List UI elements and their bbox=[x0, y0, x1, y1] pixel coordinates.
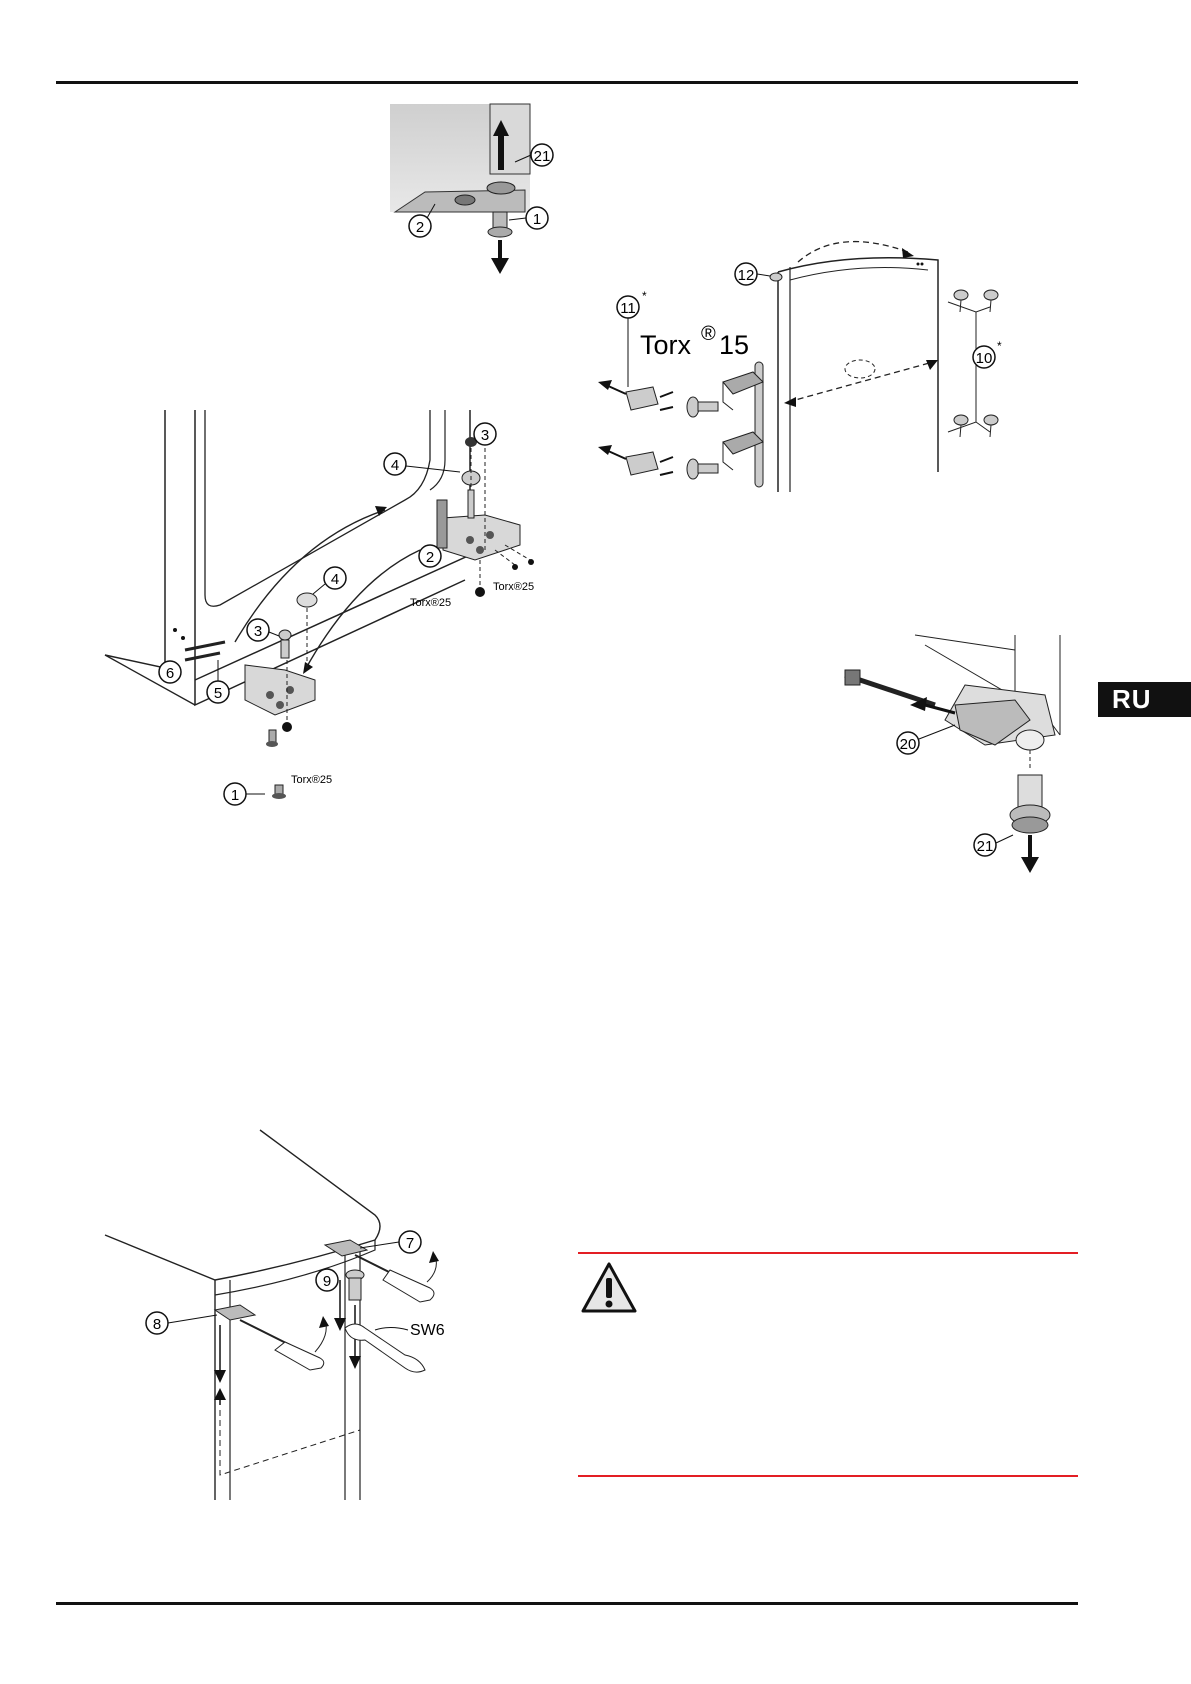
warning-rule-bottom bbox=[578, 1475, 1078, 1477]
callout-21: 21 bbox=[977, 838, 994, 855]
callout-6: 6 bbox=[166, 665, 174, 682]
callout-2: 2 bbox=[426, 549, 434, 566]
figure-top-hinge: 7 9 8 SW6 bbox=[104, 1129, 505, 1500]
callout-12: 12 bbox=[738, 267, 755, 284]
callout-4a: 4 bbox=[391, 457, 399, 474]
torx-size: 15 bbox=[719, 330, 749, 360]
callout-5: 5 bbox=[214, 685, 222, 702]
torx-registered: ® bbox=[701, 323, 716, 345]
callout-3b: 3 bbox=[254, 623, 262, 640]
callout-8: 8 bbox=[153, 1316, 161, 1333]
torx-label-3: Torx®25 bbox=[291, 774, 332, 786]
header-rule bbox=[56, 81, 1078, 84]
callout-2: 2 bbox=[416, 219, 424, 236]
language-tab: RU bbox=[1098, 682, 1191, 717]
callout-11: 11 bbox=[620, 300, 636, 317]
asterisk-10: * bbox=[997, 339, 1002, 353]
figure-hinge-transfer: 3 4 2 Torx®25 Torx®25 4 3 6 5 Torx®25 1 bbox=[75, 410, 575, 820]
callout-7: 7 bbox=[406, 1235, 414, 1252]
callout-1: 1 bbox=[231, 787, 239, 804]
figure-door-lift: 21 2 1 bbox=[385, 100, 560, 280]
callout-9: 9 bbox=[323, 1273, 331, 1290]
torx-label-1: Torx®25 bbox=[493, 581, 534, 593]
wrench-label: SW6 bbox=[410, 1322, 445, 1339]
footer-rule bbox=[56, 1602, 1078, 1605]
figure-handle-swap: 12 11 * Torx ® 15 10 * bbox=[598, 232, 1018, 502]
figure-pin-removal: 20 21 bbox=[844, 634, 1075, 895]
callout-3a: 3 bbox=[481, 427, 489, 444]
warning-triangle-icon bbox=[580, 1261, 638, 1315]
warning-rule-top bbox=[578, 1252, 1078, 1254]
callout-1: 1 bbox=[533, 211, 541, 228]
asterisk-11: * bbox=[642, 289, 647, 303]
callout-20: 20 bbox=[900, 736, 917, 753]
callout-10: 10 bbox=[976, 350, 993, 367]
callout-4b: 4 bbox=[331, 571, 339, 588]
torx-label-2: Torx®25 bbox=[410, 597, 451, 609]
torx-label: Torx bbox=[640, 330, 692, 360]
callout-21: 21 bbox=[534, 148, 551, 165]
